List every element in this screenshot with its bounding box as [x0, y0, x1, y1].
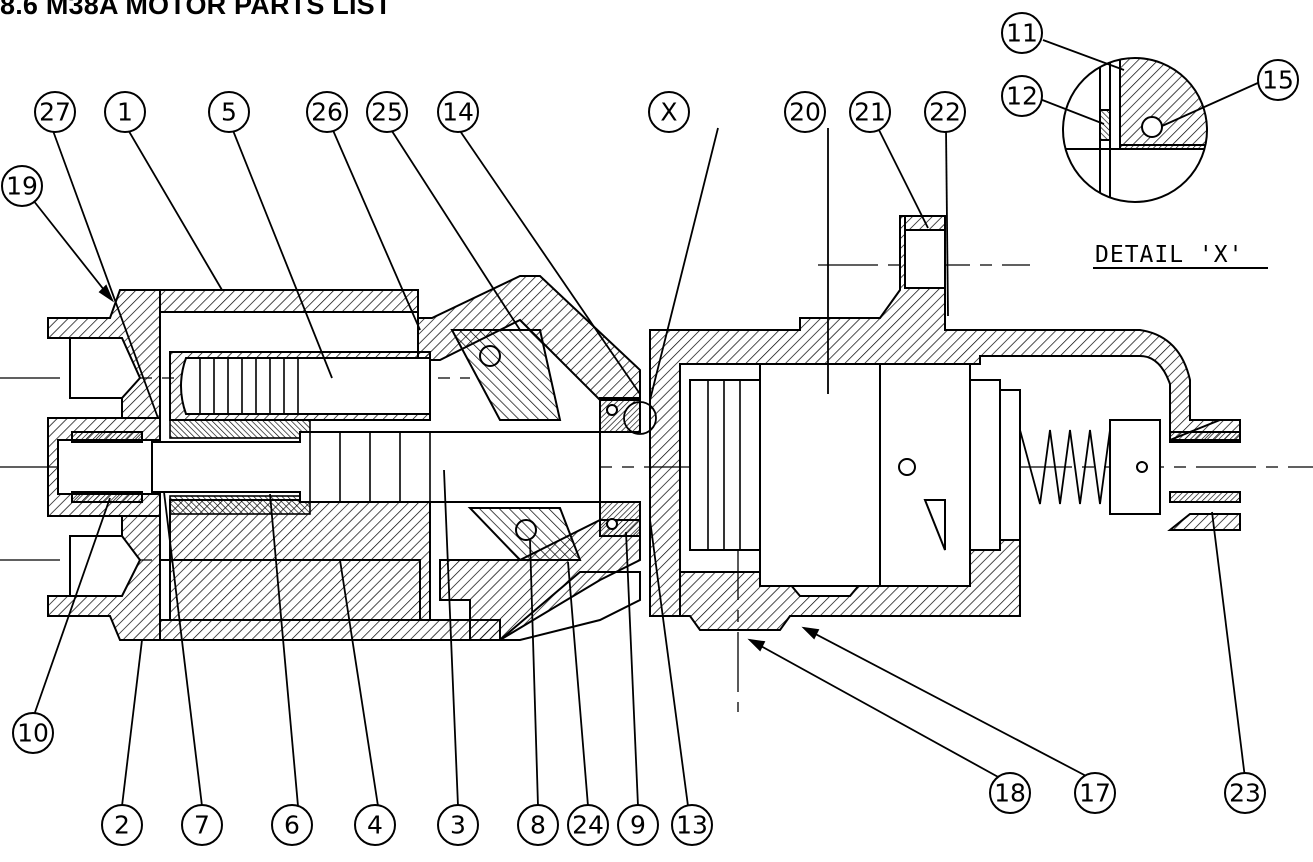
- svg-text:17: 17: [1079, 779, 1111, 808]
- callout-15: 15: [1257, 59, 1299, 101]
- callout-10: 10: [12, 712, 54, 754]
- svg-text:10: 10: [17, 719, 49, 748]
- callout-18: 18: [989, 772, 1031, 814]
- svg-text:7: 7: [194, 811, 210, 840]
- svg-text:4: 4: [367, 811, 383, 840]
- svg-text:21: 21: [854, 98, 886, 127]
- svg-text:X: X: [660, 98, 677, 127]
- callout-4: 4: [354, 804, 396, 846]
- callout-23: 23: [1224, 772, 1266, 814]
- callout-26: 26: [306, 91, 348, 133]
- callout-14: 14: [437, 91, 479, 133]
- svg-text:15: 15: [1262, 66, 1294, 95]
- svg-text:22: 22: [929, 98, 961, 127]
- svg-text:14: 14: [442, 98, 474, 127]
- detail-x-label: DETAIL 'X': [1095, 242, 1243, 268]
- callout-5: 5: [208, 91, 250, 133]
- callout-11: 11: [1001, 12, 1043, 54]
- svg-text:13: 13: [676, 811, 708, 840]
- callout-bubbles: 27 1 19 5 26 25 14 X 20 21 22 11 12 15 1…: [1, 12, 1299, 846]
- svg-text:2: 2: [114, 811, 130, 840]
- svg-text:9: 9: [630, 811, 646, 840]
- svg-text:12: 12: [1006, 82, 1038, 111]
- svg-text:24: 24: [572, 811, 604, 840]
- callout-12: 12: [1001, 75, 1043, 117]
- callout-22: 22: [924, 91, 966, 133]
- svg-text:25: 25: [371, 98, 403, 127]
- svg-text:20: 20: [789, 98, 821, 127]
- svg-text:8: 8: [530, 811, 546, 840]
- callout-21: 21: [849, 91, 891, 133]
- svg-text:11: 11: [1006, 19, 1038, 48]
- callout-6: 6: [271, 804, 313, 846]
- svg-text:6: 6: [284, 811, 300, 840]
- svg-text:5: 5: [221, 98, 237, 127]
- callout-19: 19: [1, 165, 43, 207]
- callout-x: X: [648, 91, 690, 133]
- svg-text:18: 18: [994, 779, 1026, 808]
- callout-20: 20: [784, 91, 826, 133]
- page-title: 8.6 M38A MOTOR PARTS LIST: [0, 0, 392, 20]
- svg-text:26: 26: [311, 98, 343, 127]
- callout-3: 3: [437, 804, 479, 846]
- svg-text:3: 3: [450, 811, 466, 840]
- callout-7: 7: [181, 804, 223, 846]
- svg-text:1: 1: [117, 98, 133, 127]
- callout-9: 9: [617, 804, 659, 846]
- callout-8: 8: [517, 804, 559, 846]
- leader-lines: [32, 39, 1261, 807]
- svg-text:27: 27: [39, 98, 71, 127]
- callout-1: 1: [104, 91, 146, 133]
- callout-25: 25: [366, 91, 408, 133]
- callout-2: 2: [101, 804, 143, 846]
- callout-27: 27: [34, 91, 76, 133]
- detail-x-view: [1062, 57, 1208, 203]
- motor-assembly: [0, 215, 1313, 712]
- callout-13: 13: [671, 804, 713, 846]
- svg-text:19: 19: [6, 172, 38, 201]
- callout-17: 17: [1074, 772, 1116, 814]
- callout-24: 24: [567, 804, 609, 846]
- svg-text:23: 23: [1229, 779, 1261, 808]
